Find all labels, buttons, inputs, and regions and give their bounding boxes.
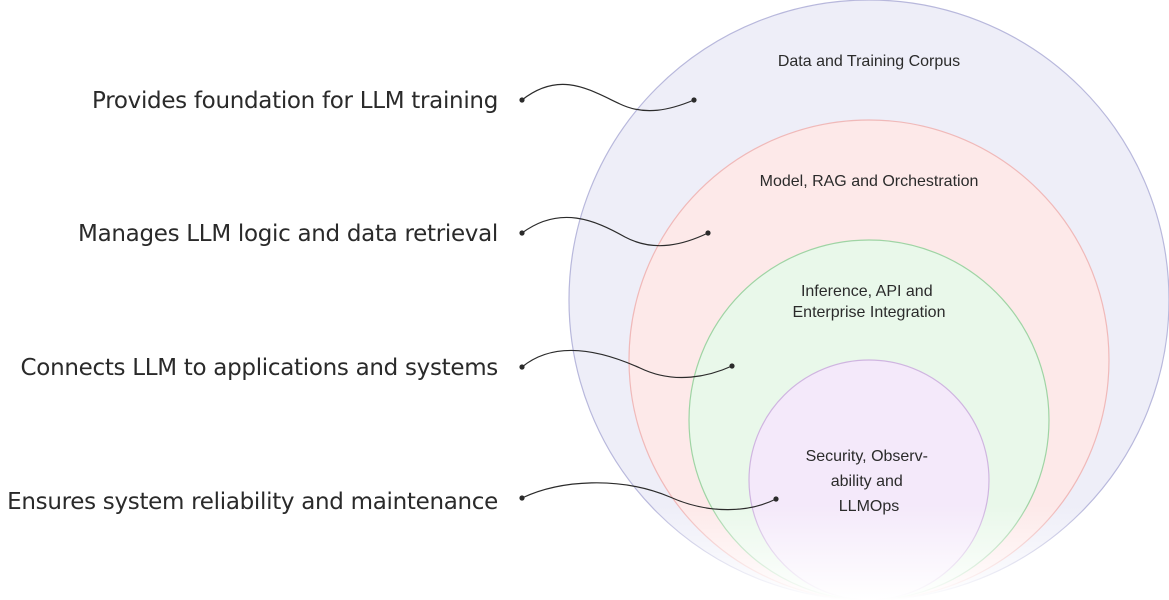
connector-dot-left-4 xyxy=(519,495,525,501)
layer-4-title-line: ability and xyxy=(831,473,903,490)
connector-dot-right-4 xyxy=(773,496,779,502)
connector-line-2 xyxy=(521,216,709,247)
layer-3-title-line: Enterprise Integration xyxy=(793,304,946,321)
layer-4-title-line: LLMOps xyxy=(839,498,899,515)
connector-line-1 xyxy=(521,83,695,112)
layer-2-description: Manages LLM logic and data retrieval xyxy=(78,221,498,247)
layer-3-title: Inference, API and Enterprise Integratio… xyxy=(793,283,946,321)
layer-4-title: Security, Observ- ability and LLMOps xyxy=(806,448,933,515)
connector-dot-left-3 xyxy=(519,364,525,370)
connector-dot-right-1 xyxy=(691,97,697,103)
connector-dot-right-3 xyxy=(729,363,735,369)
connector-line-4 xyxy=(521,482,777,511)
layer-4-description: Ensures system reliability and maintenan… xyxy=(7,489,498,515)
layer-4-title-line: Security, Observ- xyxy=(806,448,928,465)
connector-dot-left-2 xyxy=(519,230,525,236)
layer-3-title-line: Inference, API and xyxy=(801,283,933,300)
connector-dot-left-1 xyxy=(519,97,525,103)
layer-1-description: Provides foundation for LLM training xyxy=(92,88,498,114)
layer-1-title-line: Data and Training Corpus xyxy=(778,53,960,70)
layer-2-title-line: Model, RAG and Orchestration xyxy=(760,173,979,190)
layer-1-title: Data and Training Corpus xyxy=(778,53,960,70)
connector-line-3 xyxy=(521,349,733,379)
connector-dot-right-2 xyxy=(705,230,711,236)
bottom-fade xyxy=(560,505,1169,600)
layer-2-title: Model, RAG and Orchestration xyxy=(760,173,979,190)
layer-3-description: Connects LLM to applications and systems xyxy=(21,355,498,381)
